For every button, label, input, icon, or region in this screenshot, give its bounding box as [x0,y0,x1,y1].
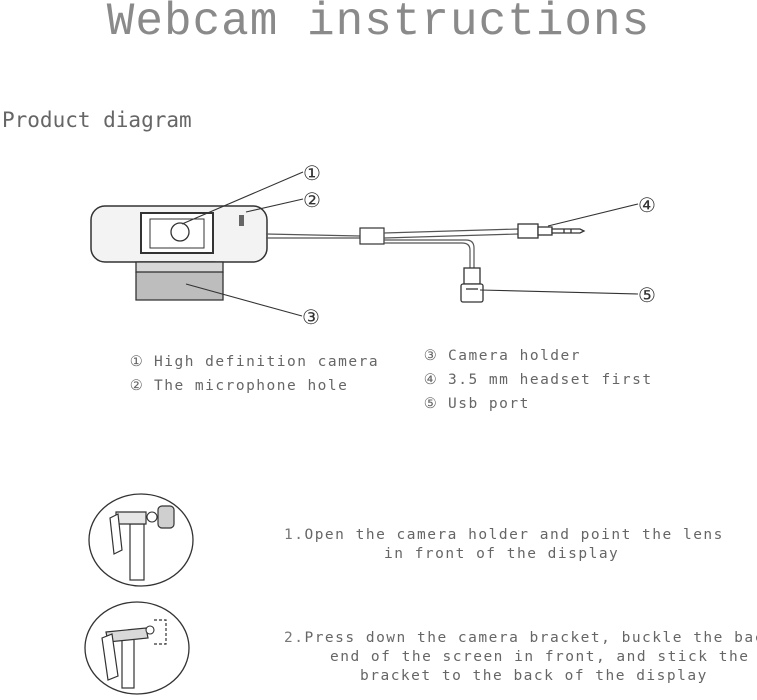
cable [265,227,519,268]
step-2-text: 2.Press down the camera bracket, buckle … [284,630,757,684]
headset-jack-shape [517,223,586,239]
callout-1: ① [303,161,321,185]
leader-lines [181,171,639,317]
camera-holder-shape [135,261,224,301]
microphone-hole-icon [239,215,244,226]
camera-lens-icon [170,222,190,242]
callout-3: ③ [302,305,320,329]
callout-2: ② [303,188,321,212]
section-title: Product diagram [2,108,192,132]
step-1-illustration [88,493,194,587]
usb-plug-shape [460,267,484,303]
step-1-text: 1.Open the camera holder and point the l… [284,527,724,562]
page-title: Webcam instructions [106,0,651,48]
webcam-body [90,205,268,263]
callout-5: ⑤ [638,283,656,307]
callout-4: ④ [638,193,656,217]
step-2-illustration [84,601,190,695]
